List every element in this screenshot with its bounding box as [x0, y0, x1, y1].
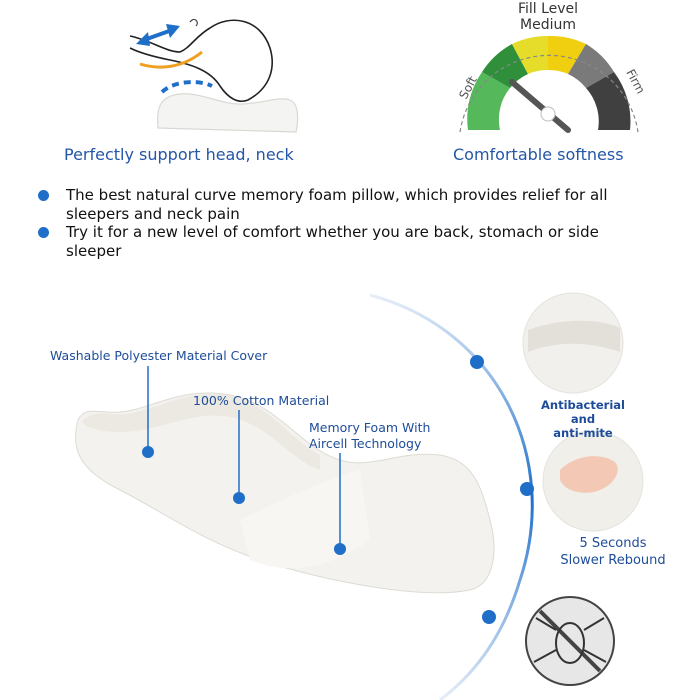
- softness-caption: Comfortable softness: [453, 145, 624, 164]
- antibacterial-line-2: anti-mite: [553, 426, 613, 440]
- anti-mite-icon: [525, 596, 615, 686]
- pillow-body: [74, 392, 495, 594]
- memory-foam-line-2: Aircell Technology: [309, 436, 422, 451]
- fill-level-gauge: Fill Level Medium Soft Firm: [456, 1, 648, 133]
- rebound-photo: [542, 430, 644, 532]
- feature-arc: [369, 293, 534, 700]
- memory-foam-label: Memory Foam With Aircell Technology: [309, 420, 430, 452]
- bullet-item: Try it for a new level of comfort whethe…: [38, 223, 648, 263]
- gauge-center-label: Medium: [520, 17, 576, 33]
- bullet-item: The best natural curve memory foam pillo…: [38, 186, 648, 226]
- bullet-dot-icon: [38, 190, 49, 201]
- antibacterial-photo: [522, 292, 624, 394]
- antibacterial-caption: Antibacterial and anti-mite: [528, 398, 638, 440]
- double-arrow-icon: [136, 24, 180, 46]
- bullet-dot-icon: [38, 227, 49, 238]
- rebound-caption: 5 Seconds Slower Rebound: [548, 535, 678, 569]
- bullet-text: The best natural curve memory foam pillo…: [66, 186, 608, 223]
- bullet-text: Try it for a new level of comfort whethe…: [66, 223, 599, 260]
- pillow-diagram: [74, 292, 644, 700]
- arc-dot: [520, 482, 534, 496]
- gauge-title: Fill Level: [518, 1, 578, 17]
- head-support-illustration: [129, 18, 299, 133]
- memory-foam-line-1: Memory Foam With: [309, 420, 431, 435]
- head-neck-caption: Perfectly support head, neck: [64, 145, 294, 164]
- cover-label: Washable Polyester Material Cover: [50, 348, 268, 363]
- rebound-line-1: 5 Seconds: [579, 536, 647, 551]
- cotton-label: 100% Cotton Material: [193, 393, 330, 408]
- rebound-line-2: Slower Rebound: [560, 553, 666, 568]
- gauge-firm-label: Firm: [623, 67, 647, 96]
- arc-dot: [482, 610, 496, 624]
- gauge-needle: [509, 79, 571, 133]
- arc-dot: [470, 355, 484, 369]
- antibacterial-line-1: Antibacterial and: [541, 398, 625, 426]
